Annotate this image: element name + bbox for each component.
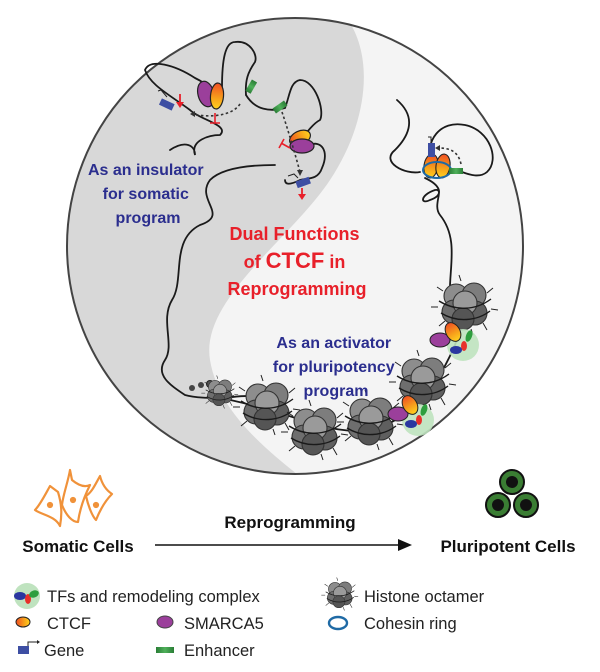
pluripotent-cells-label: Pluripotent Cells — [440, 537, 575, 556]
insulator-ctcf-cluster-2 — [278, 111, 315, 200]
legend: TFs and remodeling complex Histone octam… — [14, 577, 485, 660]
svg-text:CTCF: CTCF — [47, 615, 91, 633]
pluripotent-cells-icon — [485, 469, 539, 518]
svg-text:Enhancer: Enhancer — [184, 642, 255, 660]
legend-item-gene: Gene — [18, 640, 84, 660]
activator-label: As an activator for pluripotency program — [273, 335, 399, 400]
svg-text:Cohesin ring: Cohesin ring — [364, 615, 457, 633]
legend-item-cohesin: Cohesin ring — [327, 615, 457, 633]
svg-text:TFs and remodeling complex: TFs and remodeling complex — [47, 588, 261, 606]
legend-item-smarca5: SMARCA5 — [156, 615, 264, 633]
activator-tf-complex-1 — [429, 322, 479, 361]
reprogramming-arrow — [155, 539, 412, 551]
legend-item-enhancer: Enhancer — [156, 642, 255, 660]
somatic-cells-label: Somatic Cells — [22, 537, 134, 556]
histone-octamer-icon — [320, 577, 359, 611]
activator-tf-complex-2 — [387, 395, 434, 436]
svg-text:Gene: Gene — [44, 642, 84, 660]
ctcf-icon — [15, 616, 31, 628]
legend-item-ctcf: CTCF — [15, 615, 91, 633]
cohesin-ring-icon — [327, 615, 349, 631]
smarca5-icon — [156, 615, 174, 629]
legend-item-tf-complex: TFs and remodeling complex — [14, 583, 261, 609]
tf-complex-icon — [14, 583, 40, 609]
insulator-ctcf-cluster-1 — [157, 79, 288, 124]
figure-title: Dual Functions of CTCF in Reprogramming — [227, 224, 366, 299]
insulator-label: As an insulator for somatic program — [88, 162, 208, 227]
insulator-chromatin — [144, 41, 326, 399]
svg-text:SMARCA5: SMARCA5 — [184, 615, 264, 633]
reprogramming-label: Reprogramming — [224, 513, 355, 532]
gene-icon — [18, 640, 40, 654]
legend-item-histone: Histone octamer — [320, 577, 485, 611]
svg-text:Histone octamer: Histone octamer — [364, 588, 485, 606]
somatic-cells-icon — [33, 468, 114, 528]
enhancer-icon — [156, 647, 174, 653]
